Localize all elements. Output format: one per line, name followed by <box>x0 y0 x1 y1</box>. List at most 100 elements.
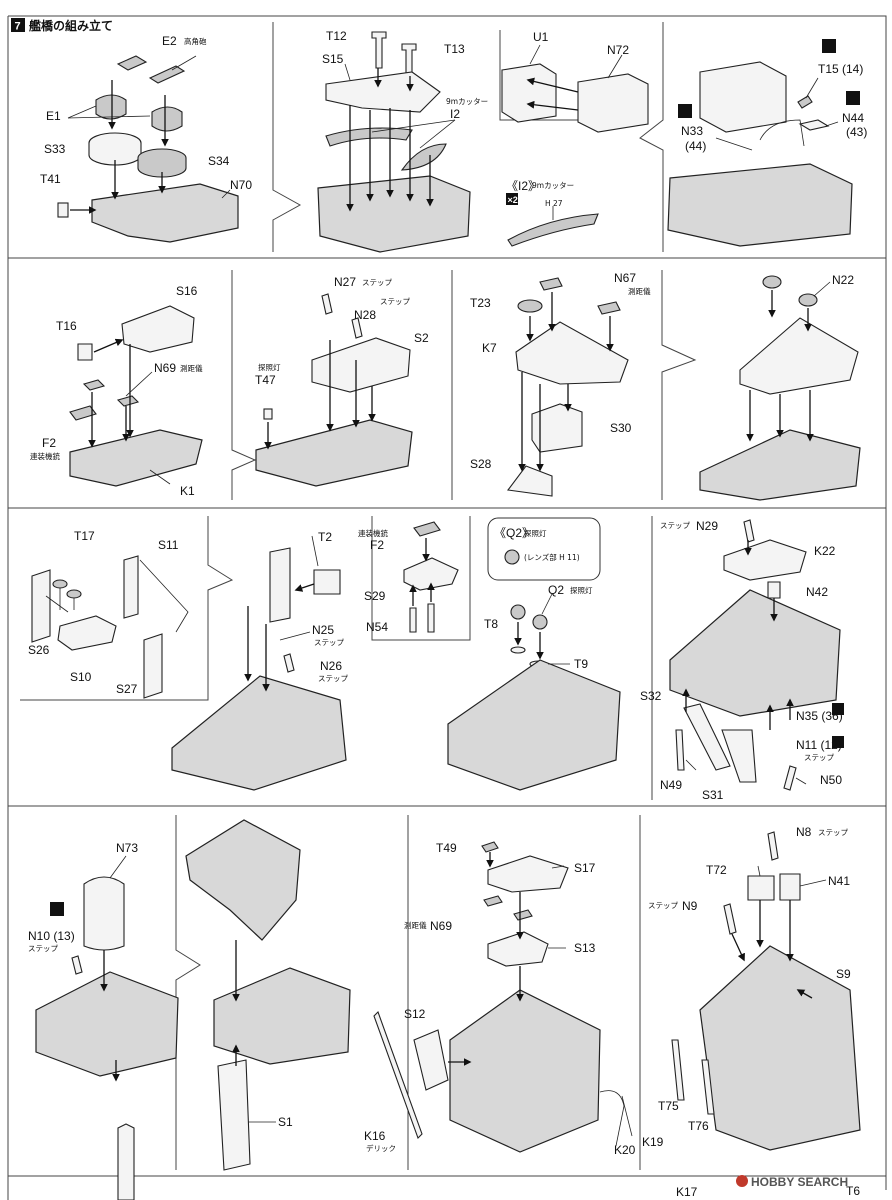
label-n8-step: ステップ <box>818 828 848 837</box>
part-t76 <box>701 1059 715 1115</box>
label-t13: T13 <box>444 42 465 56</box>
part-s1 <box>217 1059 251 1171</box>
label-n26-step: ステップ <box>318 674 348 683</box>
variant-icon-n10 <box>50 902 64 916</box>
panel-row4-b <box>185 819 351 1171</box>
part-n22-left <box>762 275 782 289</box>
label-t23: T23 <box>470 296 491 310</box>
part-n69-left-row4 <box>483 895 503 907</box>
label-rensoukijuu: 連装機銃 <box>30 451 60 461</box>
part-e2-barrel-left <box>116 55 148 71</box>
label-t17: T17 <box>74 529 95 543</box>
part-n67-right <box>597 301 621 315</box>
label-x2: ×2 <box>508 195 518 205</box>
label-koukakuhou: 高角砲 <box>184 36 207 46</box>
part-n69-left <box>82 379 106 391</box>
label-t72: T72 <box>706 863 727 877</box>
label-n28: N28 <box>354 308 376 322</box>
part-t49 <box>481 841 499 853</box>
label-k20: K20 <box>614 1143 636 1157</box>
label-s12: S12 <box>404 1007 426 1021</box>
label-t41: T41 <box>40 172 61 186</box>
label-tanshoutou-q2: 探照灯 <box>524 528 547 538</box>
part-t8 <box>510 646 526 654</box>
part-s15 <box>325 71 441 113</box>
label-s17: S17 <box>574 861 596 875</box>
label-lens: (レンズ部 H 11) <box>524 552 580 562</box>
label-n22: N22 <box>832 273 854 287</box>
label-n35: N35 (36) <box>796 709 843 723</box>
label-k22: K22 <box>814 544 836 558</box>
part-u1 <box>501 63 557 123</box>
panel-row2-d <box>699 275 861 501</box>
label-n70: N70 <box>230 178 252 192</box>
label-s15: S15 <box>322 52 344 66</box>
label-t76: T76 <box>688 1119 709 1133</box>
part-n67-top <box>539 277 563 291</box>
label-n73: N73 <box>116 841 138 855</box>
label-q2-tanshoutou: 探照灯 <box>570 585 593 595</box>
part-q2-detail <box>504 549 520 565</box>
label-n29-step: ステップ <box>660 521 690 530</box>
label-e2: E2 <box>162 34 177 48</box>
label-n41: N41 <box>828 874 850 888</box>
label-k16: K16 <box>364 1129 386 1143</box>
label-s9: S9 <box>836 967 851 981</box>
tower-upper-row2d <box>739 317 859 395</box>
bridge-assembly-row2b <box>255 419 413 487</box>
part-n26 <box>283 653 295 673</box>
tower-top-row4b <box>185 819 301 941</box>
part-n42 <box>767 581 781 599</box>
part-n8 <box>767 831 779 861</box>
panel-row2-a <box>69 305 203 487</box>
part-s31 <box>721 729 757 783</box>
label-n11: N11 (12) <box>796 738 842 752</box>
part-s17 <box>487 855 569 893</box>
part-n69-right-row4 <box>513 909 533 921</box>
label-n50: N50 <box>820 773 842 787</box>
part-e1-mount-right <box>151 106 183 132</box>
tower-block-row1d <box>699 61 787 133</box>
label-s31: S31 <box>702 788 724 802</box>
bridge-assembly-row4a <box>35 971 179 1077</box>
label-s30: S30 <box>610 421 632 435</box>
label-n54: N54 <box>366 620 388 634</box>
part-k7 <box>515 321 629 385</box>
part-n41 <box>779 873 801 901</box>
part-t13 <box>401 43 417 77</box>
label-n25-step: ステップ <box>314 638 344 647</box>
label-n9: N9 <box>682 899 698 913</box>
label-t8: T8 <box>484 617 498 631</box>
bridge-assembly-row1d <box>667 163 853 247</box>
panel-row1-d <box>667 39 860 247</box>
label-n44: N44 <box>842 111 864 125</box>
label-k1: K1 <box>180 484 195 498</box>
inset-q2-reference <box>487 517 601 581</box>
bridge-assembly-row3d <box>447 659 621 791</box>
label-s34: S34 <box>208 154 230 168</box>
bridge-assembly-row4d <box>699 945 861 1151</box>
label-n27: N27 <box>334 275 356 289</box>
step-title: 艦橋の組み立て <box>29 18 113 33</box>
label-n28-step: ステップ <box>380 297 410 306</box>
label-tanshoutou-t47: 探照灯 <box>258 362 281 372</box>
label-s1: S1 <box>278 1115 293 1129</box>
part-n44 <box>798 119 830 131</box>
part-f2-twin-mg <box>413 521 441 537</box>
label-q2-ref: 《Q2》 <box>494 526 534 540</box>
label-n11-step: ステップ <box>804 753 834 762</box>
bridge-base-n70 <box>91 183 239 243</box>
panel-row3-a <box>31 555 189 699</box>
label-t2: T2 <box>318 530 332 544</box>
variant-icon-t15 <box>822 39 836 53</box>
part-n49 <box>675 729 685 771</box>
label-n67-sokkyogi: 測距儀 <box>628 286 651 296</box>
part-n50 <box>783 765 797 791</box>
label-n26: N26 <box>320 659 342 673</box>
part-i2-cutter-left <box>325 127 413 147</box>
label-n67: N67 <box>614 271 636 285</box>
label-derrick: デリック <box>366 1143 396 1153</box>
label-t6: T6 <box>846 1184 860 1198</box>
bridge-assembly-row2d <box>699 429 861 501</box>
part-n73 <box>83 876 125 951</box>
